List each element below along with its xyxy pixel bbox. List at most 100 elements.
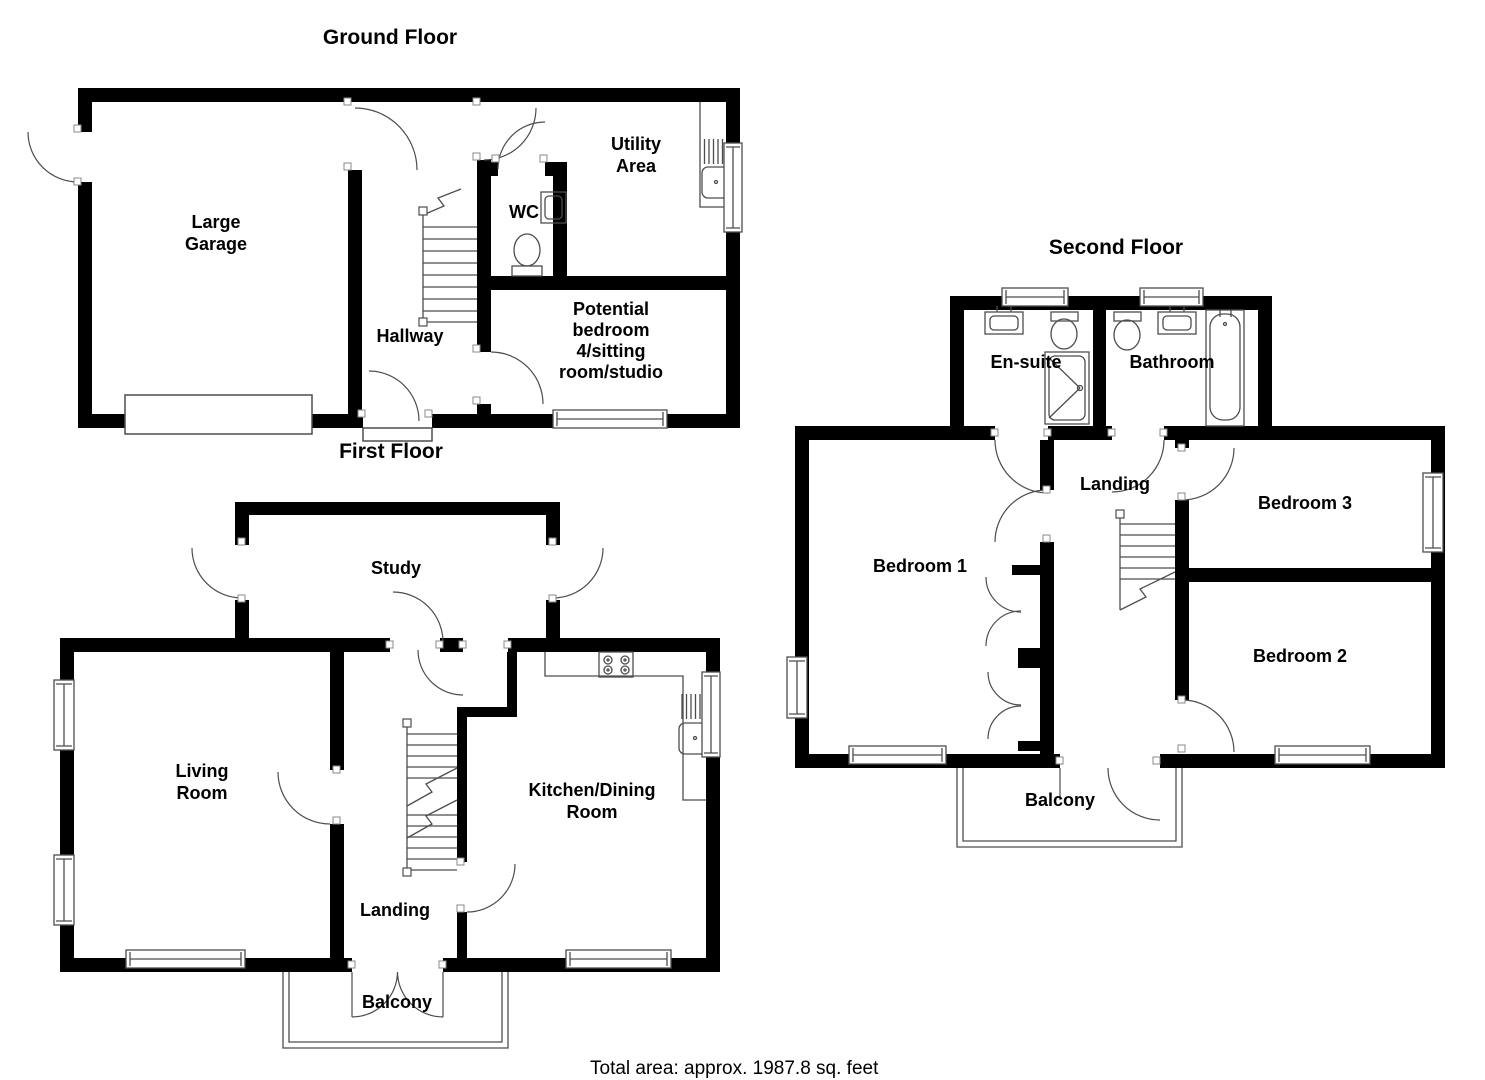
- window: [565, 949, 672, 969]
- window: [786, 656, 808, 719]
- door-arc: [552, 547, 604, 599]
- window: [723, 142, 743, 233]
- wc-fixtures: [511, 191, 567, 277]
- second-floor-plan: Second Floor: [786, 236, 1445, 848]
- second-floor-title: Second Floor: [1049, 236, 1183, 259]
- window: [1274, 745, 1371, 765]
- door-arc: [483, 107, 537, 161]
- first-floor-door-arcs: [191, 547, 604, 913]
- door-arc: [466, 863, 516, 913]
- french-doors: [351, 971, 444, 1018]
- door-arc: [1181, 447, 1235, 501]
- second-floor-door-arcs: [985, 439, 1235, 753]
- room-label-bed3: Bedroom 3: [1258, 493, 1352, 513]
- door-arc: [994, 439, 1049, 494]
- door-arc: [277, 771, 331, 825]
- window: [53, 854, 75, 926]
- draining-board: [703, 139, 724, 164]
- window: [552, 409, 668, 429]
- wall-pilasters: [73, 97, 548, 418]
- bathroom-fixtures: [1113, 306, 1245, 427]
- ensuite-fixtures: [984, 306, 1090, 425]
- sink: [540, 191, 567, 224]
- door-arc: [368, 370, 420, 422]
- room-label-study: Study: [371, 558, 421, 578]
- wardrobe-doors: [985, 576, 1022, 740]
- window: [1001, 287, 1069, 307]
- room-label-balcony: Balcony: [362, 992, 432, 1012]
- sink: [984, 311, 1024, 335]
- door-arc: [392, 591, 444, 643]
- door-arc: [191, 547, 243, 599]
- hob: [598, 651, 634, 678]
- toilet: [1050, 311, 1079, 322]
- room-label-living: Living: [176, 761, 229, 781]
- room-label-garage: Garage: [185, 234, 247, 254]
- room-label-utility: Utility: [611, 134, 661, 154]
- room-label-bed1: Bedroom 1: [873, 556, 967, 576]
- balcony-rail: [956, 767, 1183, 848]
- window: [1422, 472, 1444, 553]
- draining-board: [681, 694, 701, 719]
- room-label-hallway: Hallway: [376, 326, 443, 346]
- room-label-bedroom4: 4/sitting: [576, 341, 645, 361]
- door-arc: [417, 649, 464, 696]
- door-arc: [994, 489, 1048, 543]
- room-label-balcony: Balcony: [1025, 790, 1095, 810]
- toilet: [1113, 311, 1142, 322]
- wall-pilasters: [990, 428, 1186, 765]
- door-arc: [490, 351, 544, 405]
- room-label-garage: Large: [191, 212, 240, 232]
- ground-floor-room-labels: Large Garage Hallway WC Utility Area Pot…: [185, 134, 663, 382]
- room-label-wc: WC: [509, 202, 539, 222]
- door-arc: [1111, 439, 1165, 493]
- first-floor-plan: First Floor: [53, 440, 721, 1049]
- door-arc: [27, 131, 79, 183]
- window: [1139, 287, 1204, 307]
- room-label-kitchen: Room: [567, 802, 618, 822]
- door-arc: [1181, 699, 1235, 753]
- room-label-bedroom4: Potential: [573, 299, 649, 319]
- room-label-kitchen: Kitchen/Dining: [529, 780, 656, 800]
- ground-floor-title: Ground Floor: [323, 26, 457, 49]
- sink: [1157, 311, 1197, 335]
- balcony-rail: [282, 971, 509, 1049]
- ground-floor-door-arcs: [27, 107, 546, 422]
- room-label-bathroom: Bathroom: [1130, 352, 1215, 372]
- room-label-bedroom4: bedroom: [572, 320, 649, 340]
- door-arc: [354, 107, 418, 171]
- stair-break-line: [406, 767, 458, 839]
- room-label-utility: Area: [616, 156, 657, 176]
- counter: [544, 652, 706, 801]
- taps: [1169, 306, 1185, 312]
- staircase: [402, 718, 458, 877]
- toilet: [513, 233, 541, 267]
- staircase: [1115, 509, 1176, 611]
- room-label-living: Room: [177, 783, 228, 803]
- total-area-text: Total area: approx. 1987.8 sq. feet: [590, 1058, 879, 1079]
- garage-door: [124, 394, 313, 435]
- room-label-bed2: Bedroom 2: [1253, 646, 1347, 666]
- first-floor-title: First Floor: [339, 440, 443, 463]
- room-label-ensuite: En-suite: [990, 352, 1061, 372]
- first-floor-room-labels: Study Living Room Landing Kitchen/Dining…: [176, 558, 656, 1012]
- staircase: [418, 188, 477, 327]
- stair-break-line: [1119, 571, 1176, 611]
- door-arc: [497, 121, 546, 170]
- room-label-bedroom4: room/studio: [559, 362, 663, 382]
- room-label-landing: Landing: [360, 900, 430, 920]
- door-threshold: [362, 427, 433, 442]
- stair-up-arrow: [422, 188, 462, 216]
- balcony-door: [1059, 767, 1161, 821]
- room-label-landing: Landing: [1080, 474, 1150, 494]
- taps: [996, 306, 1012, 312]
- window: [53, 679, 75, 751]
- bathtub: [1205, 309, 1245, 427]
- ground-floor-walls: [78, 88, 740, 428]
- window: [125, 949, 246, 969]
- window: [848, 745, 947, 765]
- wall-pilasters: [237, 537, 557, 969]
- shower: [1044, 351, 1090, 425]
